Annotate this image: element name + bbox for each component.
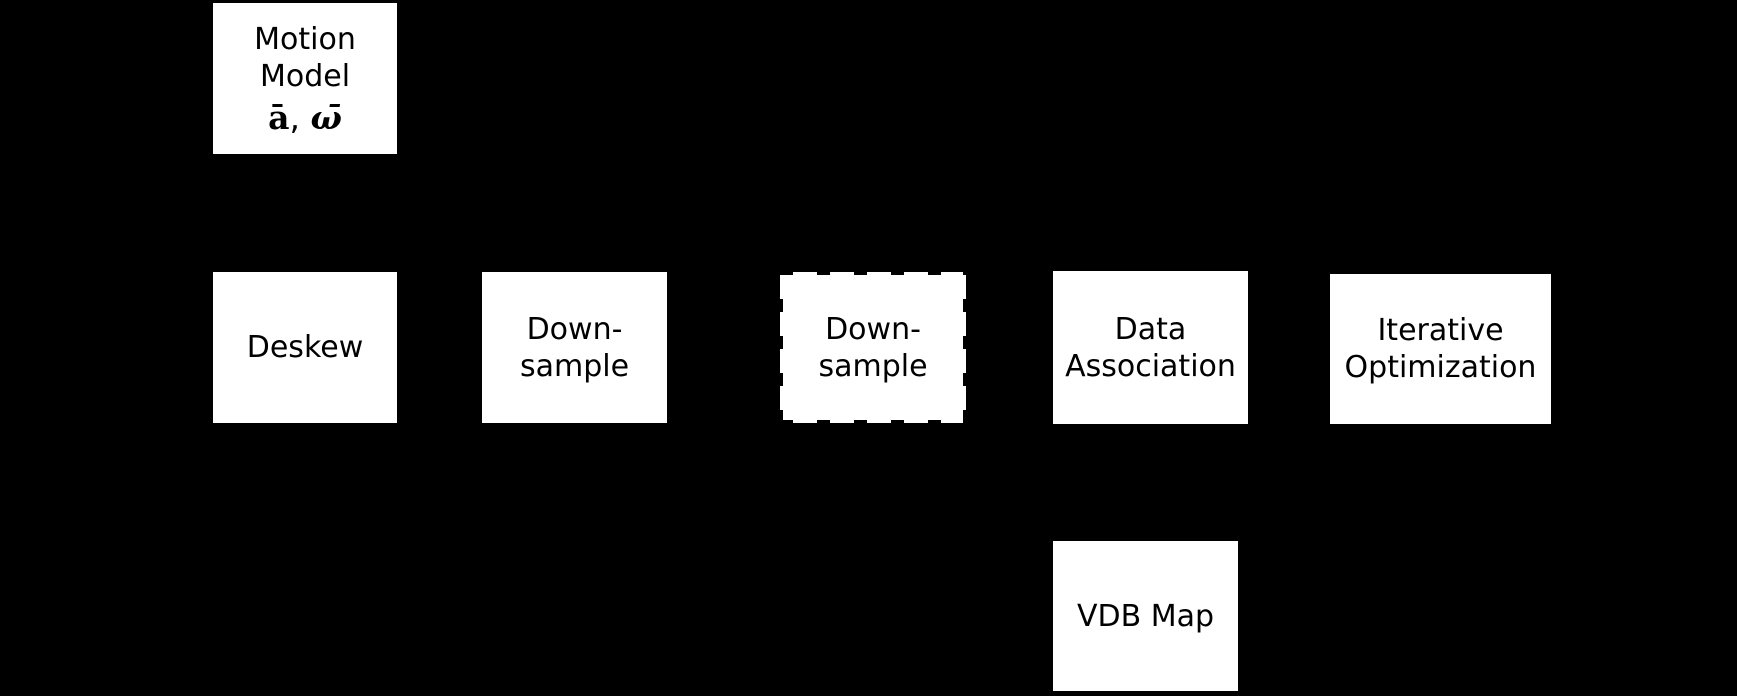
node-label-line: Model [259, 59, 351, 94]
math-omega-bar: ω̄ [310, 98, 342, 137]
node-downsample-1: Down- sample [482, 272, 667, 423]
node-label-line: Deskew [246, 330, 364, 365]
node-deskew: Deskew [213, 272, 397, 423]
node-label-line: sample [519, 348, 630, 384]
math-a-bar: ā [268, 98, 290, 137]
node-label-line: Down- [825, 311, 921, 347]
node-downsample-2-dashed: Down- sample [780, 272, 966, 423]
node-label-line: Down- [526, 311, 623, 347]
node-motion-model: Motion Model ā, ω̄ [213, 3, 397, 154]
node-iterative-optimization: Iterative Optimization [1330, 274, 1551, 424]
node-data-association: Data Association [1053, 271, 1248, 424]
node-label-line: sample [818, 348, 928, 384]
node-label-line: VDB Map [1076, 598, 1215, 634]
node-label-line: Motion [254, 22, 356, 57]
math-separator: , [289, 98, 311, 137]
node-label-line: Optimization [1344, 350, 1537, 385]
node-label-line: Iterative [1377, 313, 1504, 348]
motion-model-math-symbols: ā, ω̄ [268, 99, 342, 136]
node-label-line: Association [1065, 348, 1236, 384]
node-label-line: Data [1114, 311, 1187, 347]
node-vdb-map: VDB Map [1053, 541, 1238, 691]
